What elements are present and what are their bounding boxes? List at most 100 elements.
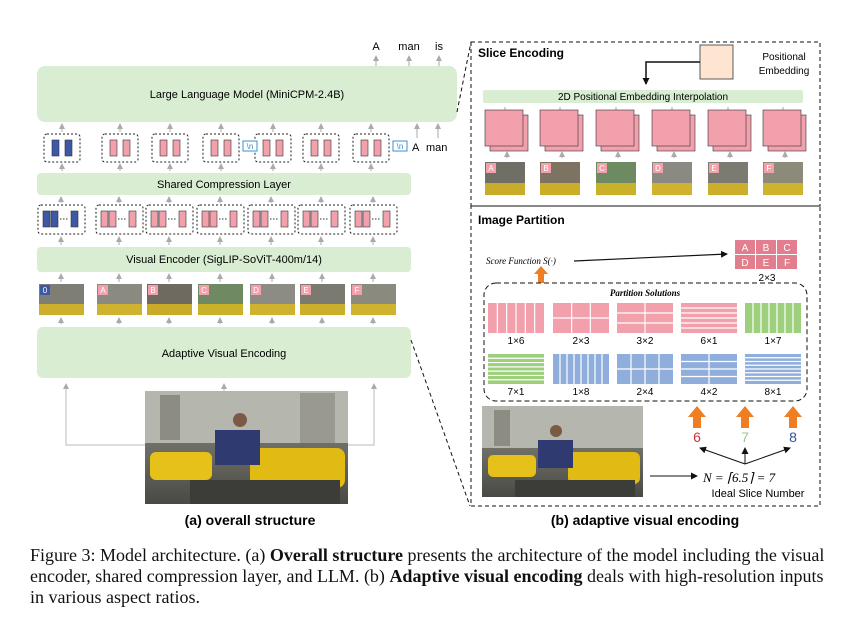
result-grid-letter: D: [741, 258, 748, 269]
result-grid-cell: A: [735, 240, 755, 254]
caption-suffix: deals with high-resolution inputs in var…: [30, 566, 824, 607]
encoded-token-row: [37, 196, 398, 245]
adaptive-encoding-panel: Slice Encoding Positional Embedding 2D P…: [410, 41, 821, 528]
slice-thumbnail: E: [300, 284, 345, 315]
newline-token-box: [392, 140, 408, 152]
adaptive-label: Adaptive Visual Encoding: [162, 348, 287, 360]
encoded-token-group: [349, 204, 398, 235]
partition-solutions-title: Partition Solutions: [610, 288, 681, 298]
slice-thumbnail: 0: [39, 284, 84, 315]
candidate-up-arrow: [688, 406, 706, 428]
result-grid-cell: B: [756, 240, 776, 254]
slice-number-formula: N = ⌈6.5⌉ = 7: [702, 470, 776, 485]
output-token: A: [372, 41, 380, 53]
slice-badge: A: [100, 286, 106, 295]
positional-embedding-box: [699, 44, 734, 80]
encoded-token-group: [297, 204, 346, 235]
partition-solution-label: 7×1: [508, 387, 525, 398]
partition-solution: 4×2: [681, 354, 737, 398]
newline-token-box: [242, 140, 258, 152]
slice-thumbnail: D: [250, 284, 295, 315]
slice-letter: B: [543, 164, 548, 173]
partition-solution-label: 3×2: [637, 336, 654, 347]
output-token: man: [398, 41, 419, 53]
image-partition-frame: [470, 205, 821, 507]
partition-solution: 2×3: [553, 303, 609, 347]
result-grid-label: 2×3: [759, 273, 776, 284]
slice-letter: C: [599, 164, 605, 173]
partition-solution-label: 4×2: [701, 387, 718, 398]
compressed-token-group: [151, 133, 189, 163]
score-arrow: [573, 250, 728, 262]
slice-embedding: B: [539, 107, 584, 195]
compression-label: Shared Compression Layer: [157, 179, 291, 191]
slice-badge: 0: [43, 286, 48, 295]
encoded-token-group: [95, 204, 144, 235]
input-image: [145, 391, 348, 504]
partition-solution: 1×6: [488, 303, 544, 347]
llm-label: Large Language Model (MiniCPM-2.4B): [150, 89, 344, 101]
positional-label-2: Embedding: [759, 66, 810, 77]
slice-embedding: A: [484, 107, 529, 195]
candidate-up-arrow: [784, 406, 802, 428]
result-grid-letter: E: [763, 258, 770, 269]
partition-solution: 7×1: [488, 354, 544, 398]
zoom-line: [456, 41, 472, 113]
visual-encoder-box: [37, 247, 411, 272]
caption-middle: presents the architecture of the model i…: [30, 545, 825, 586]
partition-solution-label: 1×8: [573, 387, 590, 398]
overall-subtitle: (a) overall structure: [185, 512, 316, 528]
slice-embedding-row: A B C D E F: [484, 107, 807, 195]
score-up-arrow: [534, 266, 548, 283]
newline-token: \n: [397, 142, 404, 151]
partition-solution-label: 2×3: [573, 336, 590, 347]
partition-solution-label: 2×4: [637, 387, 654, 398]
slice-thumbnail: A: [97, 284, 142, 315]
slice-encoding-title: Slice Encoding: [478, 46, 564, 60]
partition-solutions-frame: [483, 282, 808, 402]
result-grid-letter: B: [763, 243, 770, 254]
positional-label-1: Positional: [762, 52, 805, 63]
overall-structure-panel: A man is Large Language Model (MiniCPM-2…: [37, 41, 457, 528]
caption-prefix: Figure 3: Model architecture. (a): [30, 545, 270, 565]
encoded-token-group: [145, 204, 194, 235]
slice-thumbnail: C: [198, 284, 243, 315]
compressed-token-group: [202, 133, 240, 163]
figure-caption: Figure 3: Model architecture. (a) Overal…: [30, 545, 830, 608]
candidate-number: 7: [741, 429, 749, 445]
compressed-token-row: [43, 133, 390, 163]
result-grid-cell: D: [735, 255, 755, 269]
partition-source-image: [482, 406, 643, 497]
candidate-up-arrow: [736, 406, 754, 428]
result-grid-letter: A: [742, 243, 749, 254]
adaptive-encoding-box: [37, 327, 411, 378]
interpolation-label: 2D Positional Embedding Interpolation: [558, 92, 728, 103]
llm-box: [37, 66, 457, 122]
slice-badge: E: [303, 286, 308, 295]
slice-embedding: E: [707, 107, 752, 195]
candidate-number: 6: [693, 429, 701, 445]
caption-bold-adaptive: Adaptive visual encoding: [389, 566, 583, 586]
slice-letter: D: [655, 164, 661, 173]
slice-encoding-frame: [470, 41, 821, 207]
candidate-arrow: [744, 446, 791, 465]
result-grid-letter: F: [784, 258, 790, 269]
partition-solution: 8×1: [745, 354, 801, 398]
slice-letter: A: [488, 164, 494, 173]
compressed-token-group: [254, 133, 292, 163]
slice-badge: F: [355, 286, 360, 295]
partition-solution-label: 1×7: [765, 336, 782, 347]
partition-solution: 1×8: [553, 354, 609, 398]
candidate-arrow: [699, 446, 746, 465]
slice-embedding: F: [762, 107, 807, 195]
output-token: is: [435, 41, 443, 53]
partition-solution: 1×7: [745, 303, 801, 347]
adaptive-subtitle: (b) adaptive visual encoding: [551, 512, 739, 528]
compression-layer-box: [37, 173, 411, 195]
result-grid-cell: F: [777, 255, 797, 269]
slice-letter: F: [767, 164, 772, 173]
slice-embedding: C: [595, 107, 640, 195]
